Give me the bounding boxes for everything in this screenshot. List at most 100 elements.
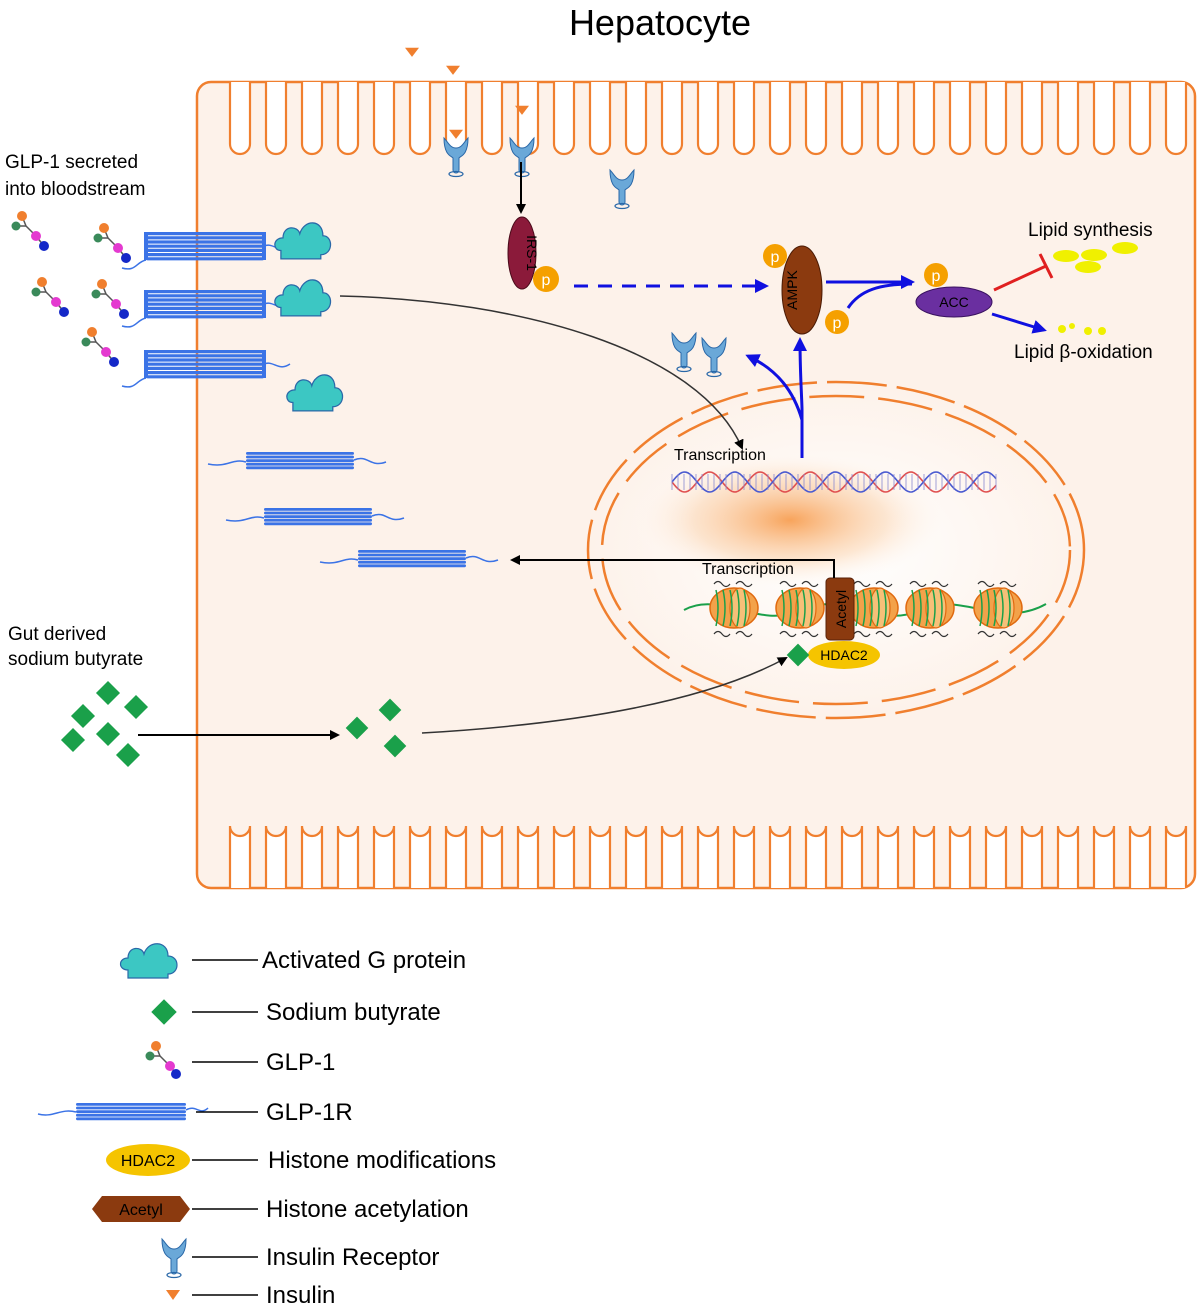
microvillus xyxy=(1164,82,1188,156)
glp1r-receptor-icon xyxy=(121,290,291,328)
microvillus xyxy=(300,825,324,888)
insulin-receptor-icon xyxy=(609,168,635,210)
microvillus xyxy=(732,82,756,156)
butyrate-diamond-icon xyxy=(115,742,141,768)
hdac2-label: HDAC2 xyxy=(820,647,868,663)
diagram-title: Hepatocyte xyxy=(569,2,751,43)
insulin-receptor-icon xyxy=(443,136,469,178)
insulin-receptor-icon xyxy=(701,336,727,378)
glp1r-to-transcription-arrow xyxy=(339,295,744,450)
glp1r-receptor-icon xyxy=(121,232,291,270)
microvilli-top xyxy=(228,82,1188,156)
butyrate-diamond-icon xyxy=(60,727,86,753)
irs1-protein: IRS-1 p xyxy=(507,216,559,292)
microvillus xyxy=(228,82,252,156)
butyrate-outside xyxy=(60,680,149,768)
microvillus xyxy=(768,825,792,888)
legend-item: Sodium butyrate xyxy=(151,999,441,1026)
acetyl-label: Acetyl xyxy=(833,590,849,628)
ampk-label: AMPK xyxy=(784,270,800,310)
legend-item: Insulin xyxy=(166,1282,335,1307)
microvillus xyxy=(552,825,576,888)
ampk-protein: AMPK p p xyxy=(763,244,849,335)
butyrate-label-1: Gut derived xyxy=(8,624,106,645)
svg-text:p: p xyxy=(771,249,780,266)
microvillus xyxy=(732,825,756,888)
nucleosome xyxy=(709,580,759,638)
legend-item: GLP-1 xyxy=(145,1041,335,1079)
butyrate-diamond-icon xyxy=(123,694,149,720)
insulin-triangle-icon xyxy=(405,47,419,57)
lipid-droplets-synthesis xyxy=(1053,242,1138,273)
microvillus xyxy=(624,82,648,156)
microvillus xyxy=(840,825,864,888)
microvillus xyxy=(372,825,396,888)
microvillus xyxy=(480,82,504,156)
microvillus xyxy=(264,825,288,888)
g-protein-icon xyxy=(274,279,332,317)
legend-label: Histone acetylation xyxy=(266,1196,469,1223)
nucleosome xyxy=(775,580,825,638)
microvillus xyxy=(408,825,432,888)
microvillus xyxy=(768,82,792,156)
microvillus xyxy=(516,825,540,888)
legend-item: GLP-1R xyxy=(37,1099,353,1126)
hdac2-marker: HDAC2 xyxy=(808,641,880,669)
legend-label: Insulin xyxy=(266,1282,335,1307)
microvillus xyxy=(300,82,324,156)
microvillus xyxy=(1128,82,1152,156)
butyrate-diamond-icon xyxy=(383,734,407,758)
glp1-molecules xyxy=(11,211,131,367)
butyrate-inside xyxy=(345,698,407,758)
dna-helix xyxy=(671,471,997,493)
transcription-to-insulin-receptor-arrow xyxy=(745,354,804,421)
glp1r-receptor-icon xyxy=(225,508,405,526)
butyrate-diamond-icon xyxy=(95,680,121,706)
g-protein-icon xyxy=(286,374,344,412)
svg-text:p: p xyxy=(542,272,551,289)
butyrate-diamond-icon xyxy=(95,721,121,747)
microvillus xyxy=(840,82,864,156)
microvillus xyxy=(516,82,540,156)
irs1-label: IRS-1 xyxy=(524,235,540,271)
microvillus xyxy=(912,825,936,888)
microvillus xyxy=(264,82,288,156)
microvillus xyxy=(1020,82,1044,156)
glp1-receptors-cytoplasm xyxy=(207,452,499,568)
legend-label: Sodium butyrate xyxy=(266,999,441,1026)
glp1-secreted-label-2: into bloodstream xyxy=(5,179,145,200)
microvillus xyxy=(444,825,468,888)
glp1-receptors-membrane xyxy=(121,232,291,388)
microvillus xyxy=(696,82,720,156)
acc-label: ACC xyxy=(939,294,969,310)
microvillus xyxy=(228,825,252,888)
microvillus xyxy=(804,825,828,888)
acc-phospho xyxy=(924,263,948,287)
microvillus xyxy=(624,825,648,888)
microvilli-bottom xyxy=(228,825,1188,888)
legend-item: Insulin Receptor xyxy=(161,1237,439,1279)
microvillus xyxy=(336,825,360,888)
hdac2-ellipse-icon: HDAC2 xyxy=(106,1144,190,1176)
insulin-triangle-icon xyxy=(446,65,460,75)
glp1-molecule-icon xyxy=(81,327,119,367)
nucleosome xyxy=(849,580,899,638)
insulin-receptors xyxy=(443,136,727,378)
glp1-molecule-icon xyxy=(11,211,49,251)
legend-item: Activated G protein xyxy=(119,943,466,979)
ampk-phospho-to-acc-arrow xyxy=(846,282,913,309)
lipid-droplets-oxidation xyxy=(1058,323,1106,335)
insulin-triangle-icon xyxy=(449,129,463,139)
butyrate-diamond-icon xyxy=(345,716,369,740)
microvillus xyxy=(444,82,468,156)
microvillus xyxy=(588,82,612,156)
nucleus-inner-envelope xyxy=(600,394,1072,706)
nucleosome xyxy=(973,580,1023,638)
lipid-synthesis-label: Lipid synthesis xyxy=(1028,220,1153,241)
microvillus xyxy=(1164,825,1188,888)
svg-text:p: p xyxy=(932,268,941,285)
transcription-label-lower: Transcription xyxy=(702,561,794,578)
butyrate-at-hdac2 xyxy=(786,643,810,667)
microvillus xyxy=(1056,82,1080,156)
microvillus xyxy=(948,825,972,888)
